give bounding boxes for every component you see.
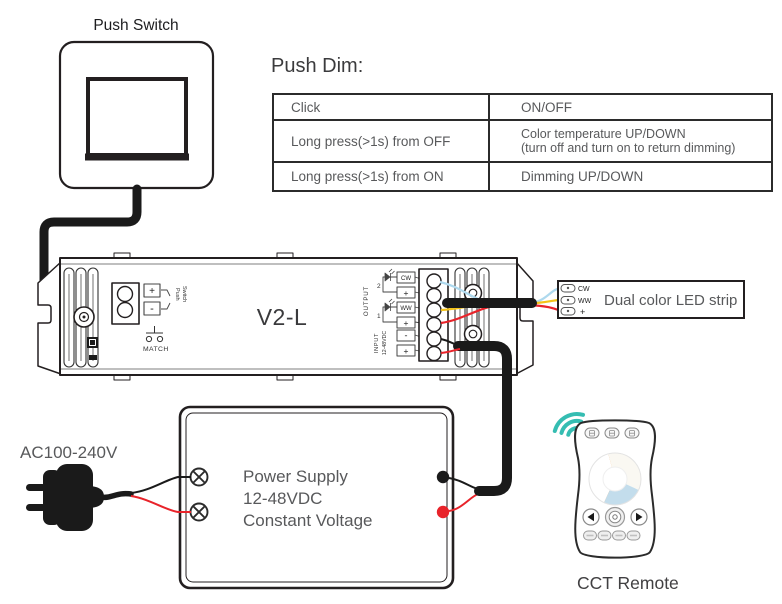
plug-cable xyxy=(97,490,134,501)
led-strip-label: Dual color LED strip xyxy=(604,292,737,309)
controller: + - Push Switch MATCH V2-L OUTPUT 2 xyxy=(37,252,534,381)
push-port-labels: + - Push Switch xyxy=(143,283,187,316)
table-row: Click ON/OFF xyxy=(274,95,771,119)
plug-prong-bottom xyxy=(26,504,46,511)
power-button xyxy=(604,506,626,528)
input-label: INPUT xyxy=(374,333,380,353)
push-switch: Push Switch xyxy=(58,17,215,190)
plug-body xyxy=(56,464,93,531)
dc-output-positive-dot xyxy=(436,505,450,519)
ac-plug: AC100-240V xyxy=(20,443,191,531)
cct-remote-label: CCT Remote xyxy=(577,573,679,593)
power-supply-line1: Power Supply xyxy=(243,467,348,486)
match-button: MATCH xyxy=(143,326,169,353)
right-mounting-bracket xyxy=(515,261,534,375)
right-screw-bottom xyxy=(463,324,483,344)
ac-voltage-label: AC100-240V xyxy=(20,443,118,462)
table-cell-action: Click xyxy=(291,99,321,115)
output-section: OUTPUT 2 1 CW + WW + xyxy=(363,268,416,329)
plug-prong-top xyxy=(26,484,46,491)
output-ch2: 2 xyxy=(377,283,381,290)
pad-plus-label: + xyxy=(580,307,585,317)
ac-terminal-top xyxy=(189,467,209,487)
led-symbol-ch2 xyxy=(384,268,395,282)
push-port-minus: - xyxy=(150,303,154,315)
input-section: INPUT 12-48VDC - + xyxy=(374,329,416,357)
push-switch-button xyxy=(86,77,188,157)
left-arrow-button xyxy=(582,508,600,526)
term-minus: - xyxy=(405,331,408,341)
term-plus2: + xyxy=(404,288,409,298)
match-label: MATCH xyxy=(143,346,169,353)
color-temperature-wheel xyxy=(588,452,642,506)
remote-control-row xyxy=(582,506,648,528)
term-cw: CW xyxy=(401,276,411,282)
power-supply-line2: 12-48VDC xyxy=(243,489,322,508)
push-dim-table: Click ON/OFF Long press(>1s) from OFF Co… xyxy=(272,93,773,192)
push-port-word1: Push xyxy=(174,288,180,301)
table-row: Long press(>1s) from ON Dimming UP/DOWN xyxy=(274,161,771,190)
output-terminal-boxes xyxy=(396,271,416,329)
table-cell-action: Long press(>1s) from ON xyxy=(291,169,444,184)
left-mounting-bracket xyxy=(37,261,62,375)
push-dim-title: Push Dim: xyxy=(271,55,364,77)
ac-terminal-bottom xyxy=(189,502,209,522)
ac-wire-red xyxy=(130,495,191,513)
dc-cable-jacket xyxy=(453,341,512,496)
zone-button-2 xyxy=(604,427,620,439)
ac-wire-black xyxy=(130,476,191,494)
zone-button-1 xyxy=(584,427,600,439)
table-row: Long press(>1s) from OFF Color temperatu… xyxy=(274,119,771,161)
push-port-word2: Switch xyxy=(181,286,187,302)
push-port-plus: + xyxy=(149,286,155,297)
zone-button-3 xyxy=(624,427,640,439)
output-ch1: 1 xyxy=(377,313,381,320)
left-screw xyxy=(73,306,95,328)
term-ww: WW xyxy=(400,306,412,312)
table-cell-action: Long press(>1s) from OFF xyxy=(291,133,451,149)
power-supply: Power Supply 12-48VDC Constant Voltage xyxy=(178,405,455,590)
push-input-terminal-block xyxy=(111,282,140,325)
table-cell-result: ON/OFF xyxy=(488,95,771,119)
table-cell-result: Color temperature UP/DOWN (turn off and … xyxy=(488,121,771,161)
input-voltage: 12-48VDC xyxy=(382,331,388,355)
pad-ww-label: WW xyxy=(578,298,592,305)
push-switch-label: Push Switch xyxy=(93,17,178,34)
cct-remote: CCT Remote xyxy=(552,412,679,593)
power-supply-line3: Constant Voltage xyxy=(243,511,372,530)
input-terminal-boxes xyxy=(396,329,416,357)
input-wire-black xyxy=(440,338,460,346)
input-wire-red xyxy=(440,348,461,354)
dc-output-negative-dot xyxy=(436,470,450,484)
dc-wire-red xyxy=(448,493,479,512)
term-plus1: + xyxy=(404,318,409,328)
controller-model: V2-L xyxy=(257,304,308,330)
pad-cw-label: CW xyxy=(578,286,590,293)
right-arrow-button xyxy=(630,508,648,526)
output-label: OUTPUT xyxy=(363,286,370,316)
term-plus-in: + xyxy=(404,346,409,356)
output-terminal-block xyxy=(418,268,449,362)
reset-button xyxy=(87,337,98,360)
remote-zone-buttons xyxy=(584,427,640,439)
led-symbol-ch1 xyxy=(384,298,395,312)
remote-preset-buttons xyxy=(583,530,641,541)
led-strip: CW WW + Dual color LED strip xyxy=(557,280,745,319)
plug-neck xyxy=(90,486,104,508)
table-cell-result: Dimming UP/DOWN xyxy=(488,163,771,190)
